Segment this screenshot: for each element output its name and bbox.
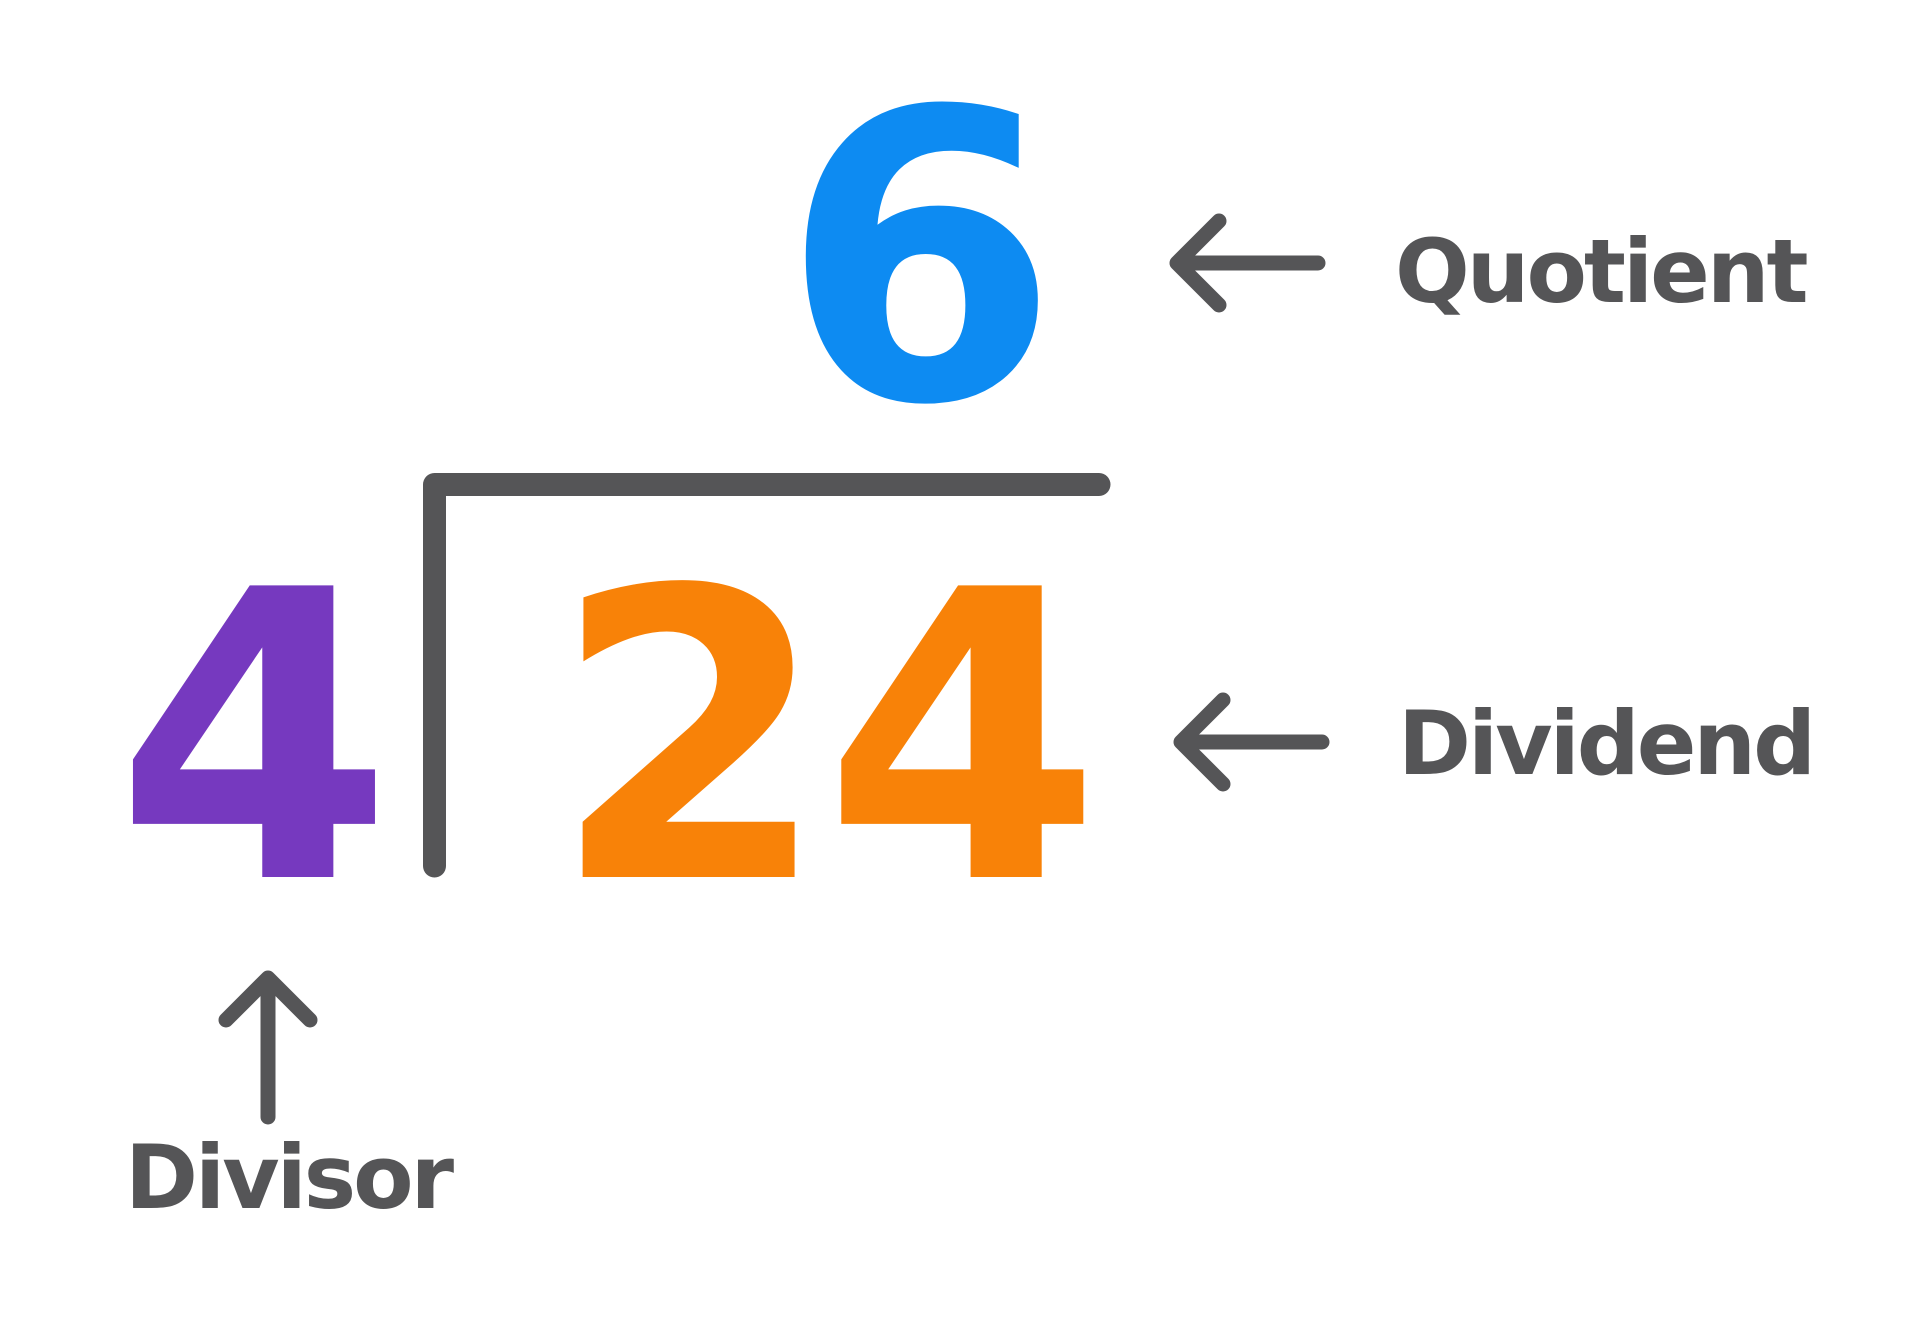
dividend-value: 24 [551, 507, 1102, 972]
divisor-value: 4 [115, 507, 393, 972]
divisor-label: Divisor [125, 1126, 454, 1229]
dividend-label: Dividend [1398, 692, 1816, 795]
quotient-value: 6 [781, 28, 1059, 493]
quotient-label: Quotient [1395, 220, 1809, 323]
